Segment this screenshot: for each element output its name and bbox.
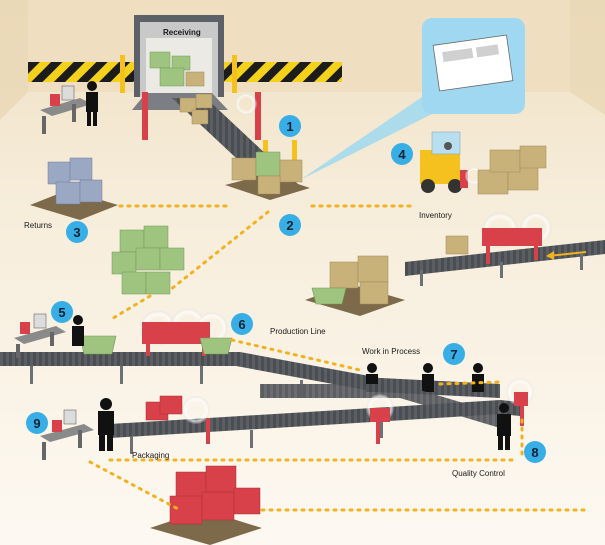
returns-pallet	[30, 157, 118, 220]
step-badge-8: 8	[524, 441, 546, 463]
packaging-boxes	[145, 395, 183, 421]
packaging-label: Packaging	[132, 451, 169, 460]
inventory-label: Inventory	[419, 211, 452, 220]
middle-pallet	[305, 255, 405, 316]
green-box-cluster	[111, 225, 185, 295]
production-bin-left	[79, 335, 117, 355]
worker-packaging	[98, 398, 114, 451]
receiving-label: Receiving	[163, 28, 201, 37]
flow-arrows	[88, 204, 592, 512]
receiving-conveyor-boxes	[179, 93, 213, 125]
svg-text:9: 9	[33, 416, 40, 431]
step-badge-7: 7	[443, 343, 465, 365]
step-badge-1: 1	[279, 115, 301, 137]
step-badge-4: 4	[391, 143, 413, 165]
shipping-pallet	[150, 465, 262, 545]
svg-text:4: 4	[398, 147, 406, 162]
svg-text:6: 6	[238, 317, 245, 332]
svg-text:8: 8	[531, 445, 538, 460]
packaging-conveyor	[110, 400, 520, 438]
step-badge-9: 9	[26, 412, 48, 434]
worker-production	[72, 315, 84, 346]
hazard-stripe-left	[28, 62, 134, 82]
svg-text:5: 5	[58, 305, 65, 320]
hazard-stripe-right	[222, 62, 342, 82]
step-badge-3: 3	[66, 221, 88, 243]
rfid-portal-qc	[506, 378, 534, 426]
inventory-conveyor	[405, 240, 605, 276]
qc-return-conveyor	[260, 384, 500, 428]
svg-text:2: 2	[286, 218, 293, 233]
right-wall	[570, 0, 605, 115]
svg-text:1: 1	[286, 119, 293, 134]
qc-worker	[497, 403, 511, 450]
rfid-portal-production	[140, 308, 228, 356]
rfid-portal-dock	[142, 92, 261, 140]
receiving-dock	[132, 15, 228, 110]
production-bin-right	[199, 337, 233, 355]
inventory-arrow	[547, 251, 587, 257]
rfid-portal-packaging	[182, 394, 394, 444]
inventory-conveyor-legs	[420, 254, 583, 286]
pallet-step2	[225, 151, 310, 200]
inventory-stack	[477, 145, 547, 195]
quality-control-label: Quality Control	[452, 469, 505, 478]
svg-text:7: 7	[450, 347, 457, 362]
left-wall	[0, 0, 28, 120]
inventory-box	[445, 235, 469, 255]
inventory-arrow-head	[546, 251, 554, 260]
rfid-portal-inventory	[482, 212, 552, 264]
production-line-label: Production Line	[270, 327, 326, 336]
worker-topleft	[86, 81, 98, 126]
svg-text:3: 3	[73, 225, 80, 240]
work-in-process-label: Work in Process	[362, 347, 420, 356]
step-badge-2: 2	[279, 214, 301, 236]
step-badge-6: 6	[231, 313, 253, 335]
returns-label: Returns	[24, 221, 52, 230]
workstation-production	[14, 313, 66, 358]
workstation-topleft	[40, 85, 92, 134]
tag-callout	[300, 18, 525, 180]
step-badge-5: 5	[51, 301, 73, 323]
packaging-conveyor-legs	[130, 420, 383, 454]
workstation-packaging	[40, 409, 94, 460]
